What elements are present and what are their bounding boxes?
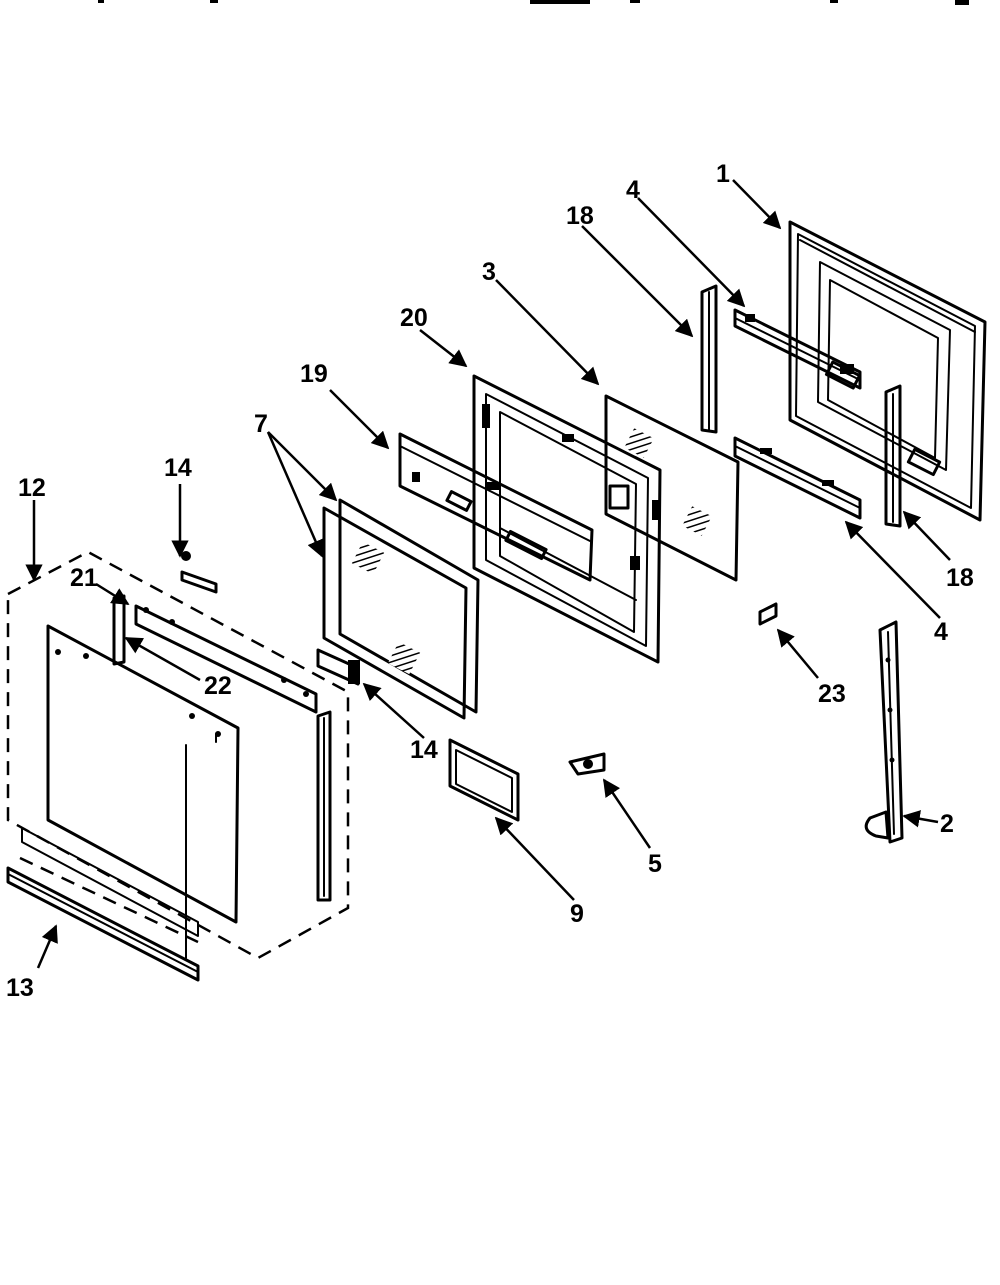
cropped-header-fragment <box>98 0 969 5</box>
callout-18-upper: 18 <box>566 202 594 230</box>
callout-19: 19 <box>300 360 328 388</box>
part-12-door-outer-panel <box>6 550 350 960</box>
callout-23: 23 <box>818 680 846 708</box>
callout-2: 2 <box>940 810 954 838</box>
callout-14-upper: 14 <box>164 454 192 482</box>
callout-5: 5 <box>648 850 662 878</box>
part-19-baffle <box>398 432 594 582</box>
callout-14-lower: 14 <box>410 736 438 764</box>
part-2-hinge <box>864 620 904 844</box>
callout-13: 13 <box>6 974 34 1002</box>
part-14-lower-clip <box>316 648 360 686</box>
part-13-handle <box>6 866 200 982</box>
callout-20: 20 <box>400 304 428 332</box>
part-7-inner-glass <box>322 498 480 720</box>
callout-1: 1 <box>716 160 730 188</box>
part-3-glass-panel <box>604 394 740 582</box>
callout-18-lower: 18 <box>946 564 974 592</box>
part-21-top-channel <box>134 604 318 714</box>
callout-labels: 1 4 18 3 20 19 7 14 12 21 22 14 13 9 5 2… <box>6 160 974 1002</box>
part-4-upper-bracket <box>733 308 862 390</box>
door-side-trim <box>316 710 332 902</box>
callout-7: 7 <box>254 410 268 438</box>
callout-22: 22 <box>204 672 232 700</box>
part-5-latch <box>568 752 606 776</box>
leader-lines <box>25 179 951 969</box>
part-4-lower-bracket <box>733 436 862 520</box>
part-18-lower-strip <box>884 384 902 528</box>
callout-12: 12 <box>18 474 46 502</box>
callout-9: 9 <box>570 900 584 928</box>
callout-4-lower: 4 <box>934 618 948 646</box>
part-20-inner-liner <box>472 374 662 664</box>
part-23-clip <box>758 602 778 626</box>
part-22-side-strip <box>112 594 126 666</box>
callout-21: 21 <box>70 564 98 592</box>
part-18-upper-strip <box>700 284 718 434</box>
callout-3: 3 <box>482 258 496 286</box>
part-14-upper-clip <box>180 551 218 594</box>
callout-4-upper: 4 <box>626 176 640 204</box>
part-9-vent-bracket <box>448 738 520 822</box>
